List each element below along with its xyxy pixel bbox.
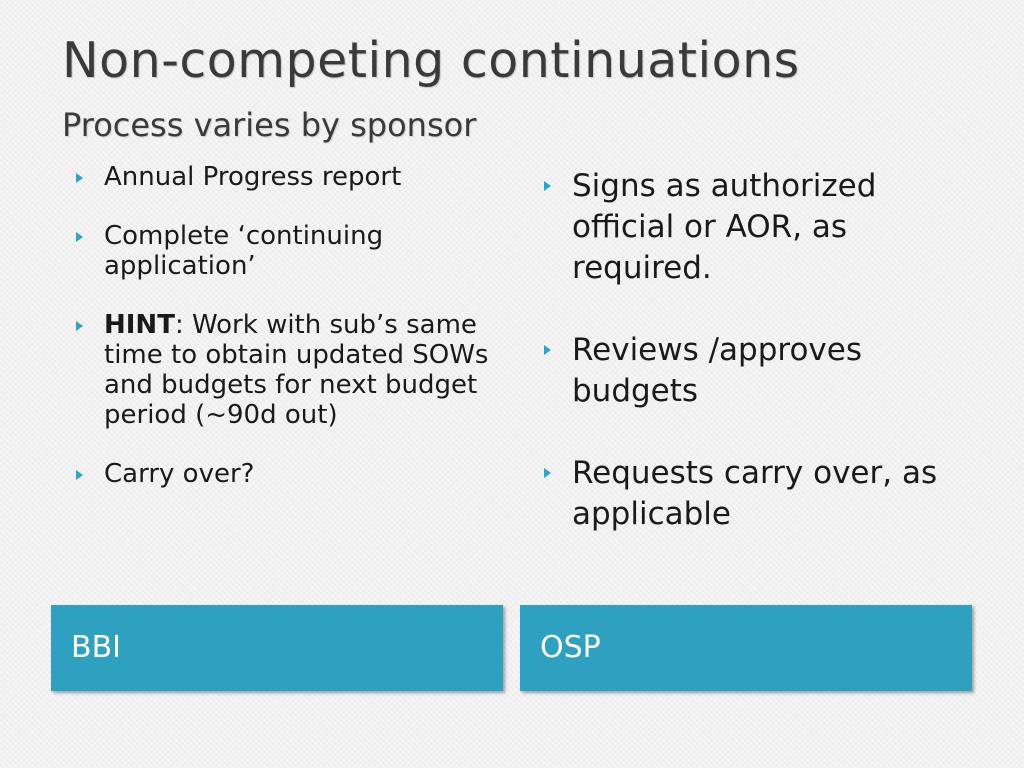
bbi-label: BBI xyxy=(71,630,122,665)
osp-bullet-list: Signs as authorized official or AOR, as … xyxy=(542,166,982,535)
triangle-right-icon xyxy=(76,173,83,183)
bbi-item-text: Complete ‘continuing application’ xyxy=(104,221,384,281)
bbi-item-text: Work with sub’s same time to obtain upda… xyxy=(104,310,489,430)
bbi-bullet-list: Annual Progress report Complete ‘continu… xyxy=(74,162,504,489)
osp-label-box: OSP xyxy=(520,605,972,691)
bbi-list-item: Complete ‘continuing application’ xyxy=(74,221,504,281)
triangle-right-icon xyxy=(76,321,83,331)
bbi-item-text: Annual Progress report xyxy=(104,162,402,192)
osp-label: OSP xyxy=(540,630,601,665)
triangle-right-icon xyxy=(544,468,551,478)
slide-title: Non-competing continuations xyxy=(62,32,800,89)
slide-subtitle: Process varies by sponsor xyxy=(62,106,477,144)
osp-item-text: Reviews /approves budgets xyxy=(572,332,863,409)
bbi-list-item: HINT: Work with sub’s same time to obtai… xyxy=(74,310,504,430)
bbi-list-item: Carry over? xyxy=(74,459,504,489)
triangle-right-icon xyxy=(76,232,83,242)
triangle-right-icon xyxy=(544,345,551,355)
hint-label: HINT xyxy=(104,310,175,340)
triangle-right-icon xyxy=(544,181,551,191)
osp-list-item: Signs as authorized official or AOR, as … xyxy=(542,166,982,289)
osp-list-item: Requests carry over, as applicable xyxy=(542,453,982,535)
osp-item-text: Requests carry over, as applicable xyxy=(572,455,938,532)
bbi-item-text: Carry over? xyxy=(104,459,255,489)
osp-item-text: Signs as authorized official or AOR, as … xyxy=(572,168,877,286)
hint-colon: : xyxy=(174,310,184,340)
osp-list-item: Reviews /approves budgets xyxy=(542,330,982,412)
triangle-right-icon xyxy=(76,470,83,480)
bbi-label-box: BBI xyxy=(51,605,503,691)
bbi-list-item: Annual Progress report xyxy=(74,162,504,192)
